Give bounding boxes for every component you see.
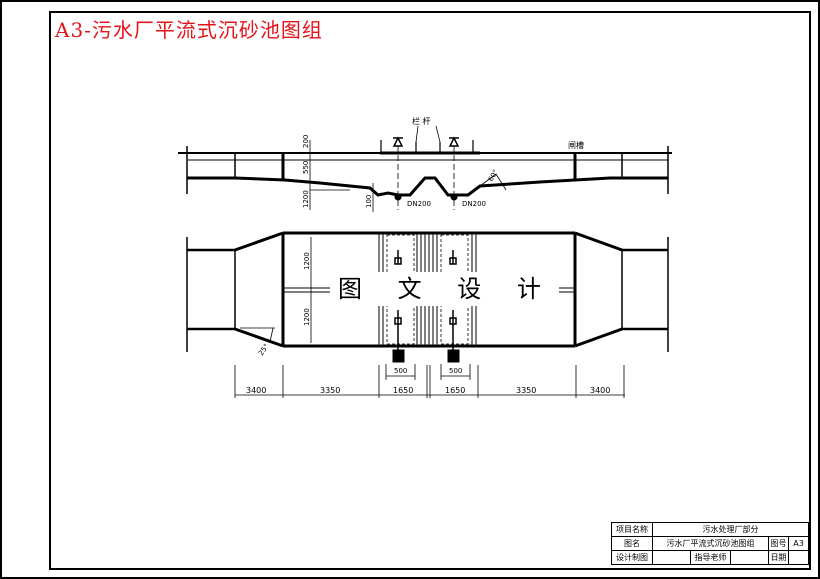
dim-lower-1200: 1200 [303, 308, 311, 326]
plan-view [186, 231, 669, 398]
dim-500-left: 500 [394, 367, 407, 375]
drawing-name-label: 图名 [611, 536, 653, 551]
drawing-number-value: A3 [788, 536, 809, 551]
title-block-row-drawing: 图名 污水厂平流式沉砂池图组 图号 A3 [611, 536, 809, 551]
railing-label: 栏 杆 [412, 116, 431, 126]
project-name-label: 项目名称 [611, 522, 653, 537]
dim-upper-1200: 1200 [303, 252, 311, 270]
dim-chain-4: 1650 [445, 386, 465, 395]
dim-100: 100 [365, 195, 373, 208]
title-block-row-project: 项目名称 污水处理厂部分 [611, 522, 809, 537]
watermark-text: 图 文 设 计 [334, 272, 559, 306]
designer-value [652, 550, 691, 565]
dim-1200: 1200 [302, 190, 310, 208]
pipe-label-right: DN200 [462, 200, 486, 208]
gate-slot-label: 闸槽 [568, 140, 584, 150]
dim-chain-2: 3350 [320, 386, 340, 395]
designer-label: 设计制图 [611, 550, 653, 565]
dim-chain-3: 1650 [393, 386, 413, 395]
advisor-label: 指导老师 [690, 550, 731, 565]
dim-chain-6: 3400 [590, 386, 610, 395]
dim-200: 200 [302, 135, 310, 148]
drawing-name-value: 污水厂平流式沉砂池图组 [652, 536, 769, 551]
date-value [788, 550, 809, 565]
section-view [178, 125, 672, 212]
dim-500-right: 500 [449, 367, 462, 375]
title-block: 项目名称 污水处理厂部分 图名 污水厂平流式沉砂池图组 图号 A3 设计制图 指… [611, 522, 809, 565]
plan-angle-label: 25° [257, 342, 271, 357]
dim-chain-1: 3400 [246, 386, 266, 395]
project-name-value: 污水处理厂部分 [652, 522, 809, 537]
drawing-number-label: 图号 [768, 536, 789, 551]
inner-drawing-border [49, 11, 811, 570]
dim-chain-5: 3350 [516, 386, 536, 395]
sheet-title: A3-污水厂平流式沉砂池图组 [55, 18, 323, 42]
dim-550: 550 [302, 161, 310, 174]
date-label: 日期 [768, 550, 789, 565]
advisor-value [730, 550, 769, 565]
pipe-label-left: DN200 [407, 200, 431, 208]
section-angle-label: 60° [487, 168, 500, 183]
title-block-row-design: 设计制图 指导老师 日期 [611, 550, 809, 565]
